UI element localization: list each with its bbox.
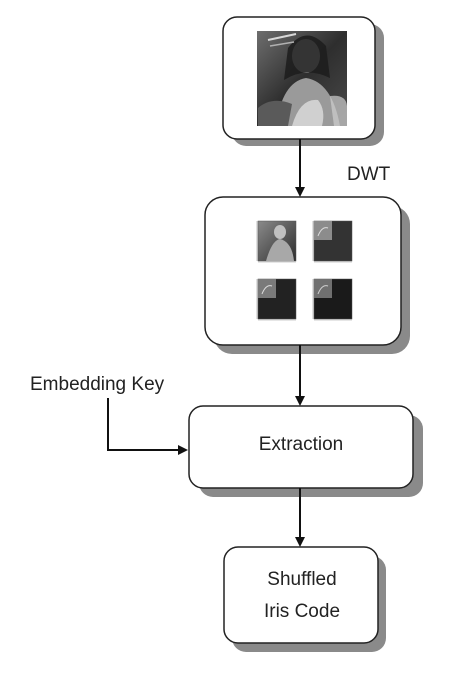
- output-label-line2: Iris Code: [264, 601, 340, 622]
- extraction-label: Extraction: [259, 434, 343, 455]
- arrow-embedding-key: [107, 398, 188, 455]
- output-node: Shuffled Iris Code: [223, 546, 386, 652]
- embedding-key-label: Embedding Key: [30, 374, 165, 395]
- extraction-node: Extraction: [188, 405, 423, 497]
- subband-hl-plot: [256, 278, 297, 321]
- subband-ll-plot: [256, 220, 297, 263]
- input-photo: [257, 31, 347, 126]
- subband-hh-plot: [312, 278, 353, 321]
- input-image-node: [222, 16, 384, 146]
- subband-lh-plot: [312, 220, 353, 263]
- output-label-line1: Shuffled: [267, 569, 336, 590]
- dwt-subbands-box: [204, 196, 402, 346]
- dwt-label: DWT: [347, 164, 391, 185]
- output-box: [223, 546, 379, 644]
- dwt-subbands-node: [204, 196, 410, 354]
